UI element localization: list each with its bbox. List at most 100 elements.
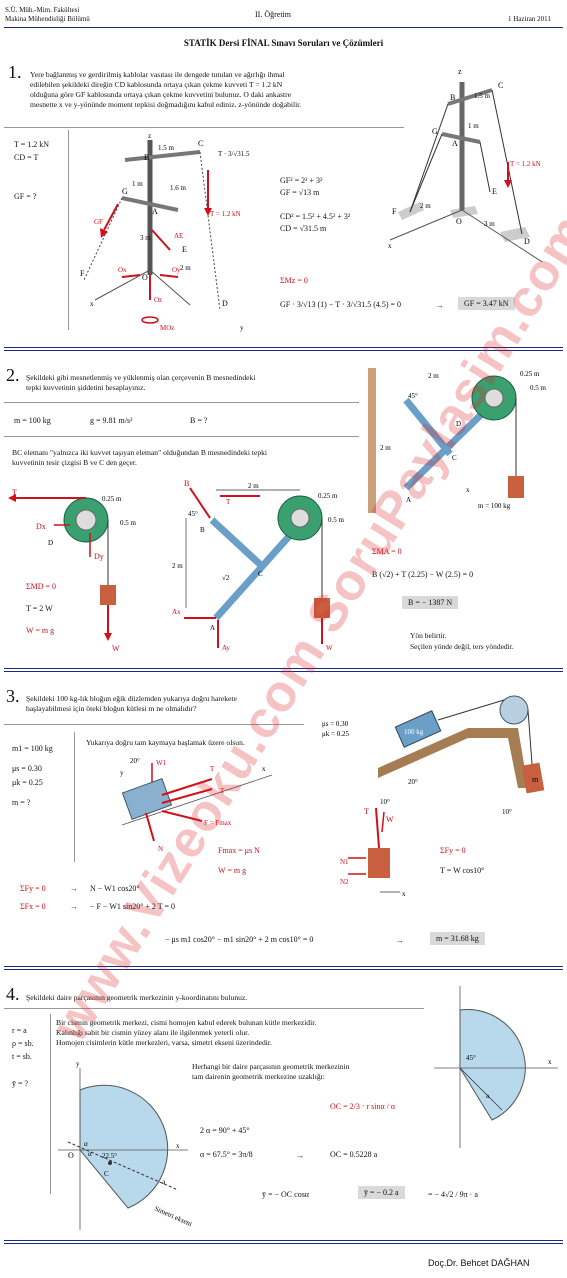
q1-3d-axis-y <box>461 209 544 262</box>
q3-number: 3. <box>6 686 20 706</box>
q3-fbd-lbl-T1: T <box>210 765 215 773</box>
q3-mass-fbd-lbl-N2: N2 <box>340 878 349 886</box>
q3-fbd-lbl-x: x <box>262 765 266 773</box>
q4-sector-centroid <box>108 1161 112 1165</box>
header-univ-line1: S.Ü. Müh.-Mim. Fakültesi <box>5 6 80 14</box>
q3-setup-pulley <box>499 695 529 725</box>
q2-note-line1: BC elemanı "yalnızca iki kuvvet taşıyan … <box>12 448 268 457</box>
q4-paragraph: Bir cismin geometrik merkezi, cismi homo… <box>56 1018 416 1048</box>
q1-pt-A: A <box>152 207 158 216</box>
q4-text-underline <box>4 1008 424 1009</box>
q4-given-y: ȳ = ? <box>12 1079 29 1088</box>
q2-eq-main: B (√2) + T (2.25) − W (2.5) = 0 <box>372 570 474 579</box>
q1-3d-pt-G: G <box>432 127 438 136</box>
q3-given: m1 = 100 kg μs = 0.30 μk = 0.25 m = ? <box>12 742 53 810</box>
q3-given-m1: m1 = 100 kg <box>12 744 53 753</box>
q4-given-divider <box>50 1014 51 1194</box>
q1-given-divider <box>68 130 69 330</box>
q1-3d-pt-A: A <box>452 139 458 148</box>
header-date: 1 Haziran 2011 <box>508 15 551 23</box>
q1-lbl-Oy: Oy <box>172 266 181 274</box>
q1-3d-axis-x <box>389 209 463 241</box>
q4-sector-lbl-x: x <box>176 1142 180 1150</box>
q3-setup-block <box>394 710 442 748</box>
page-title: STATİK Dersi FİNAL Sınavı Soruları ve Çö… <box>183 38 384 48</box>
q1-3d-lbl-1m: 1 m <box>468 122 479 130</box>
q3-mass-fbd-block <box>368 848 390 878</box>
q1-3d-lbl-2m: 2 m <box>420 202 431 210</box>
q4-setup-lbl-x: x <box>548 1058 552 1066</box>
q3-fbd-force-F <box>161 810 203 822</box>
q4-eq-y2: = − 4√2 / 9π · a <box>428 1190 478 1199</box>
q4-eq-OC2: OC = 0.5228 a <box>330 1150 378 1159</box>
q2-frame-figure: B B T 45° 2 m 2 m √2 C A Ax Ay W 0.25 m … <box>172 479 345 652</box>
q1-3d-cable-BF <box>409 103 449 213</box>
q2-force-T-head <box>8 494 16 502</box>
q2-setup-member-AD <box>403 399 497 491</box>
q1-fbd-figure: B C G A E F O D 1.5 m 1 m 1.6 m 3 m GF A… <box>80 132 244 332</box>
q2-setup-wall <box>368 368 376 513</box>
q2-frame-lbl-05: 0.5 m <box>328 516 345 524</box>
q3-setup-figure: μs = 0.30 μk = 0.25 100 kg 20° 10° m <box>322 695 545 816</box>
q4-given-rho: ρ = sb. <box>12 1039 34 1048</box>
q1-fbd-axis-y <box>149 269 191 306</box>
q4-arrow: → <box>295 1150 304 1160</box>
q1-3d-lower-beam <box>441 132 481 144</box>
q1-fbd-cable-GF <box>83 197 123 281</box>
q4-eq-a: α = 67.5° = 3π/8 <box>200 1150 253 1159</box>
q2-setup-lbl-2m-v: 2 m <box>380 444 391 452</box>
q3-arrow-1: → <box>70 884 78 893</box>
q1-3d-top-beam <box>447 88 493 106</box>
q2-frame-mass <box>314 598 330 618</box>
q2-setup-lbl-025: 0.25 m <box>520 370 540 378</box>
q2-pulley-figure: T Dx Dy D 0.25 m 0.5 m W <box>8 488 137 653</box>
q4-sector-shape <box>79 1084 169 1209</box>
q3-eq-TW: T = W cos10° <box>440 866 485 875</box>
q3-mass-fbd-lbl-x: x <box>402 890 406 898</box>
q1-3d-lbl-15m: 1.5 m <box>474 92 491 100</box>
q4-eq-y: ȳ = − OC cosα <box>262 1190 309 1199</box>
q2-setup-lbl-D: D <box>456 420 461 428</box>
q1-given-T: T = 1.2 kN <box>14 140 50 149</box>
q2-frame-lbl-W: W <box>326 644 333 652</box>
q1-lbl-T12: T = 1.2 kN <box>210 210 241 218</box>
q1-3d-ground-O <box>450 206 478 218</box>
q1-number: 1. <box>8 62 22 82</box>
q1-lbl-Ox: Ox <box>118 266 127 274</box>
q1-text-line3: olduğuna göre GF kablosunda ortaya çıkan… <box>30 90 292 99</box>
q1-3d-cable-AE <box>479 141 491 193</box>
q1-answer: GF = 3.47 kN <box>458 297 515 310</box>
q2-setup-lbl-m100: m = 100 kg <box>478 502 511 510</box>
q3-setup-lbl-muk: μk = 0.25 <box>322 730 349 738</box>
q1-text-line1: Yere bağlanmış ve gerdirilmiş kablolar v… <box>30 70 285 79</box>
q3-mass-fbd: T W 10° N1 N2 x <box>340 798 406 898</box>
q1-3d-lbl-T12: T = 1.2 kN <box>510 160 541 168</box>
q3-setup-lbl-m: m <box>532 775 539 784</box>
q1-text-line4: mesnette x ve y-yönünde moment tepkisi d… <box>30 100 302 109</box>
q2-note-dir2: Seçilen yönde değil, ters yöndedir. <box>410 642 514 651</box>
q1-pt-E: E <box>182 245 187 254</box>
q1-fbd-force-GF-head <box>100 228 108 238</box>
q2-lbl-D: D <box>48 539 53 547</box>
q3-answer: m = 31.68 kg <box>430 932 485 945</box>
q3-setup-mass <box>521 762 545 794</box>
q3-fbd-lbl-W1: W1 <box>156 759 167 767</box>
q2-text-line2: tepki kuvvetinin şiddetini hesaplayınız. <box>26 383 146 392</box>
q2-given-B: B = ? <box>190 416 208 425</box>
header-center: II. Öğretim <box>255 10 291 19</box>
footer-author: Doç.Dr. Behcet DAĞHAN <box>428 1258 530 1268</box>
q2-frame-lbl-Ay: Ay <box>222 644 230 652</box>
q4-sector-lbl-a: a <box>162 1178 166 1186</box>
q2-frame-lbl-B: B <box>200 526 205 534</box>
q2-frame-lbl-A: A <box>210 624 215 632</box>
q1-lbl-Oz: Oz <box>154 296 162 304</box>
q3-setup-lbl-100kg: 100 kg <box>404 728 424 736</box>
q2-lbl-Dx: Dx <box>36 522 46 531</box>
q2-frame-lbl-T: T <box>226 498 231 506</box>
q3-given-mus: μs = 0.30 <box>12 764 42 773</box>
q1-3d-figure: z C B G A E F O D 1.5 m 1 m T = 1.2 kN 2… <box>388 67 556 262</box>
q3-mass-fbd-lbl-T: T <box>364 807 369 816</box>
q3-setup-support <box>468 728 528 788</box>
q2-setup-mass <box>508 476 524 498</box>
q1-text-line2: edilebilen şekildeki direğin CD kablosun… <box>30 80 283 89</box>
